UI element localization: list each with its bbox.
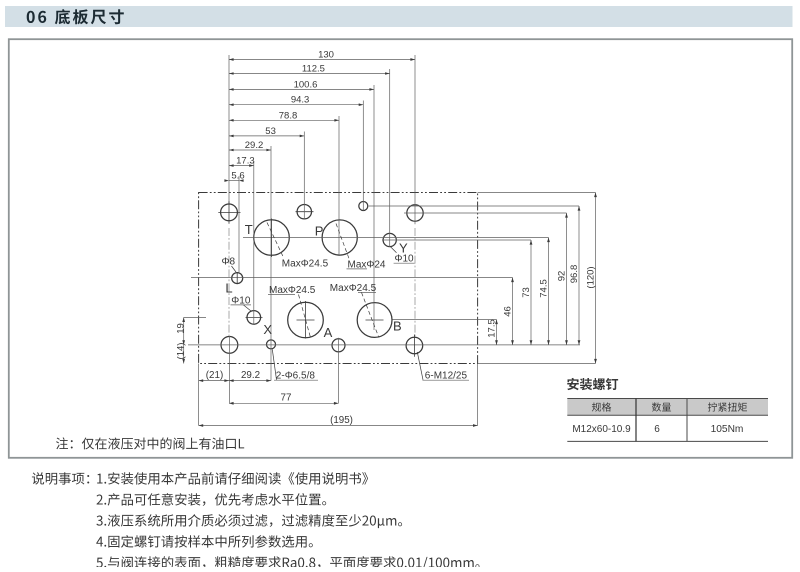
svg-text:L: L xyxy=(225,281,232,296)
svg-text:78.8: 78.8 xyxy=(279,110,298,121)
svg-text:MaxΦ24.5: MaxΦ24.5 xyxy=(330,283,377,294)
svg-text:(195): (195) xyxy=(330,415,353,426)
svg-text:19: 19 xyxy=(175,323,186,334)
svg-text:112.5: 112.5 xyxy=(302,64,325,75)
svg-text:T: T xyxy=(245,222,253,237)
svg-text:A: A xyxy=(324,325,333,340)
svg-text:74.5: 74.5 xyxy=(539,279,550,298)
svg-text:B: B xyxy=(393,319,402,334)
svg-text:73: 73 xyxy=(521,287,532,298)
svg-text:17.3: 17.3 xyxy=(236,156,255,167)
svg-text:46: 46 xyxy=(503,306,514,317)
svg-text:94.3: 94.3 xyxy=(291,95,310,106)
svg-text:53: 53 xyxy=(265,126,276,137)
svg-text:5.6: 5.6 xyxy=(231,171,244,182)
svg-text:29.2: 29.2 xyxy=(241,370,260,381)
svg-text:(14): (14) xyxy=(175,343,186,360)
svg-text:X: X xyxy=(263,322,272,337)
svg-text:130: 130 xyxy=(318,50,334,61)
svg-text:MaxΦ24.5: MaxΦ24.5 xyxy=(282,259,329,270)
svg-text:Φ10: Φ10 xyxy=(395,254,415,265)
svg-text:Φ10: Φ10 xyxy=(231,295,251,306)
svg-text:6: 6 xyxy=(654,424,660,435)
svg-text:77: 77 xyxy=(281,393,292,404)
svg-text:P: P xyxy=(315,223,324,238)
svg-text:Φ8: Φ8 xyxy=(222,257,236,268)
svg-text:Y: Y xyxy=(399,240,408,255)
svg-text:92: 92 xyxy=(557,271,568,282)
svg-text:MaxΦ24.5: MaxΦ24.5 xyxy=(269,285,316,296)
svg-text:(21): (21) xyxy=(206,370,223,381)
svg-text:100.6: 100.6 xyxy=(294,79,318,90)
svg-text:29.2: 29.2 xyxy=(245,140,264,151)
svg-text:105Nm: 105Nm xyxy=(711,424,744,435)
svg-text:96.8: 96.8 xyxy=(569,265,580,284)
svg-text:17.5: 17.5 xyxy=(487,319,498,338)
svg-text:6-M12/25: 6-M12/25 xyxy=(425,371,468,382)
svg-text:MaxΦ24: MaxΦ24 xyxy=(348,259,386,270)
svg-text:(120): (120) xyxy=(586,266,597,288)
svg-text:2-Φ6.5/8: 2-Φ6.5/8 xyxy=(276,371,316,382)
svg-text:M12x60-10.9: M12x60-10.9 xyxy=(572,424,631,435)
